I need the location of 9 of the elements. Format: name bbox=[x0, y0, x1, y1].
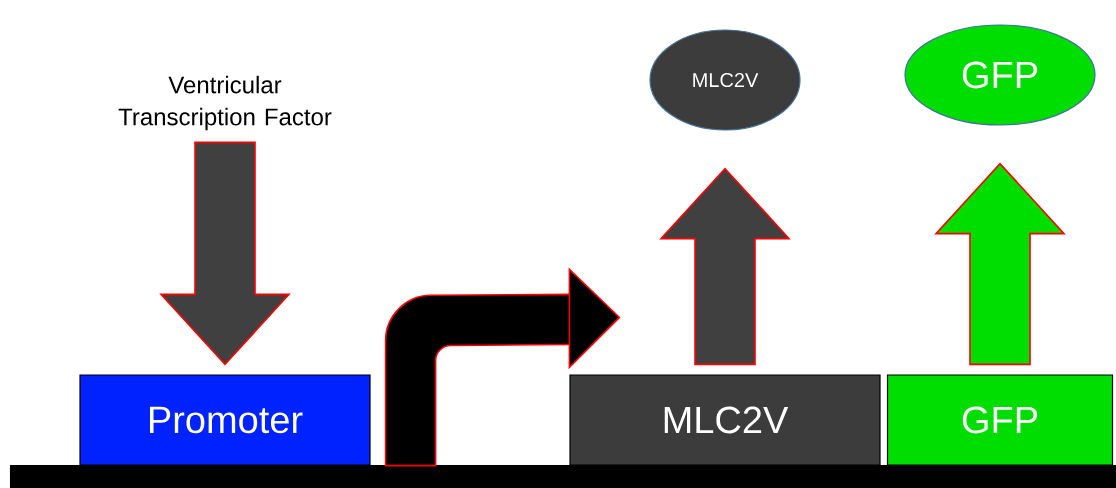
gene-box: MLC2V bbox=[569, 374, 881, 466]
gene-box: GFP bbox=[886, 374, 1114, 466]
block-arrow bbox=[384, 268, 621, 467]
gene-box: Promoter bbox=[79, 374, 371, 466]
dna-strand bbox=[9, 464, 1116, 488]
block-arrow bbox=[159, 141, 291, 366]
block-arrow bbox=[659, 167, 791, 366]
label-text: Ventricular Transcription Factor bbox=[118, 75, 332, 131]
block-arrow bbox=[934, 162, 1066, 366]
